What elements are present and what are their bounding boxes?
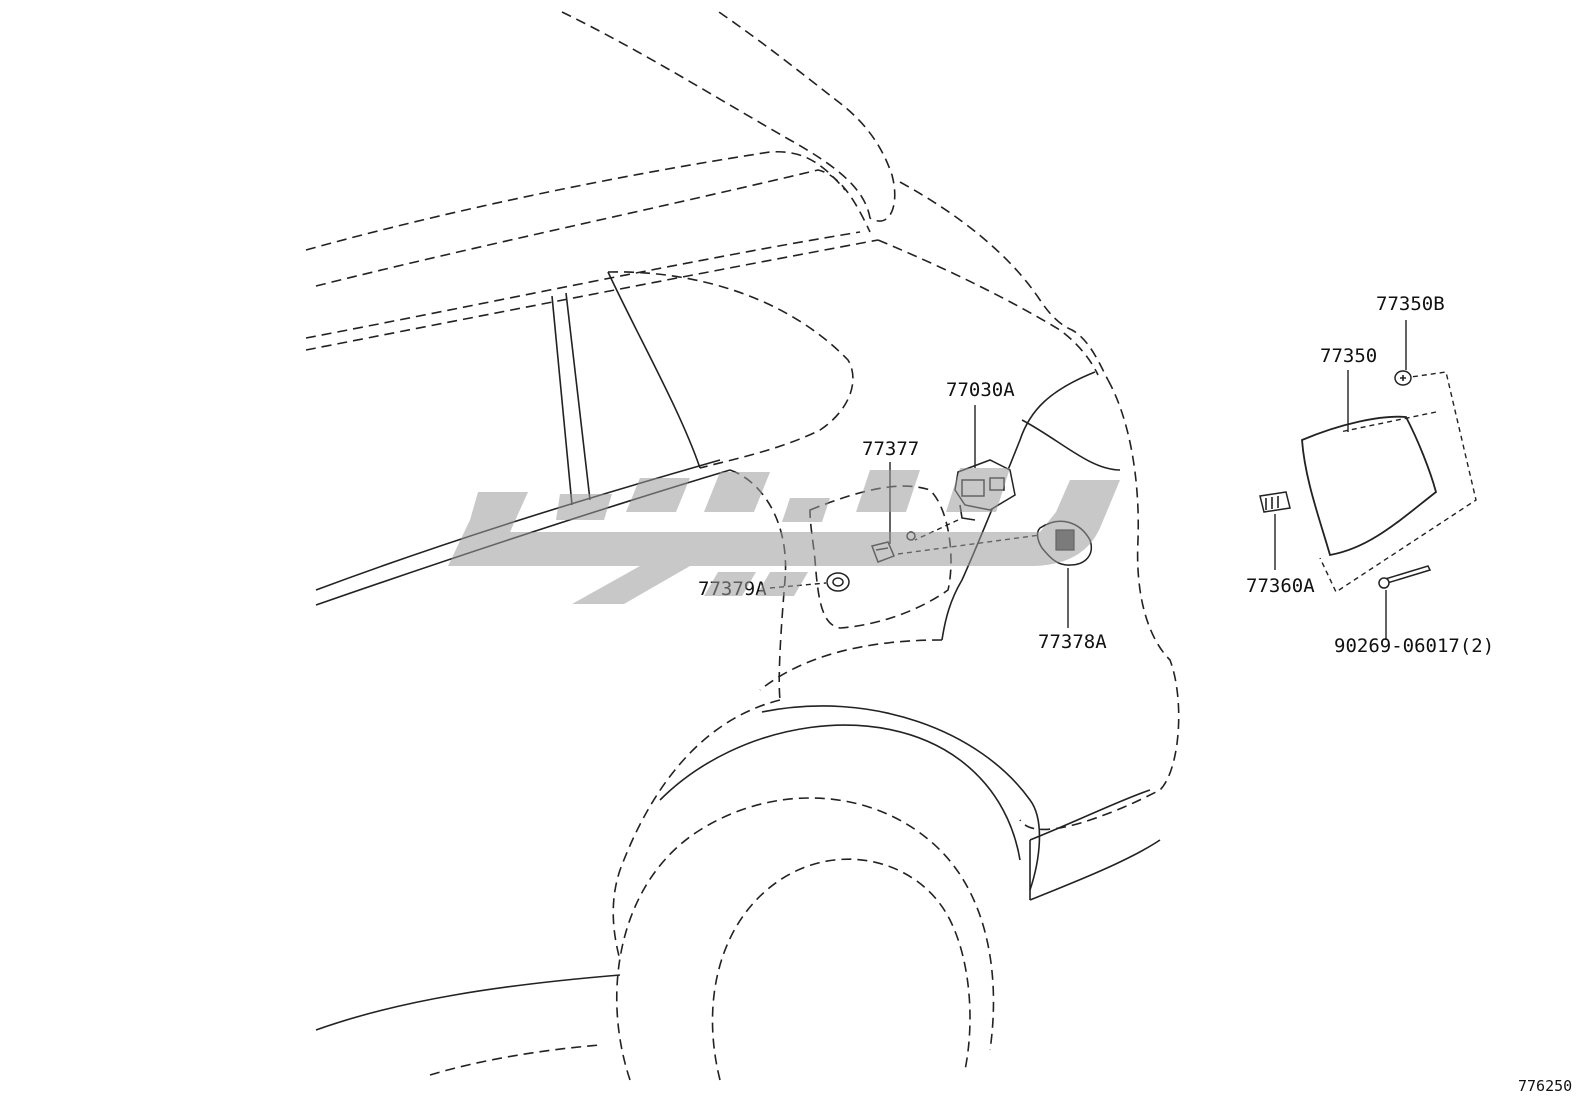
callout-90269-06017: 90269-06017(2) bbox=[1334, 635, 1494, 657]
callout-77377: 77377 bbox=[862, 438, 919, 460]
callout-labels: 77030A 77377 77379A 77378A 77350B 77350 … bbox=[698, 293, 1572, 1095]
figure-number: 776250 bbox=[1518, 1077, 1572, 1095]
lid-clip bbox=[1394, 370, 1412, 386]
callout-77030A: 77030A bbox=[946, 379, 1015, 401]
watermark-logo bbox=[448, 468, 1120, 604]
lid-stopper-grommet bbox=[826, 572, 850, 592]
fuel-filler-lid bbox=[1301, 371, 1477, 594]
callout-77350B: 77350B bbox=[1376, 293, 1445, 315]
callout-77360A: 77360A bbox=[1246, 575, 1315, 597]
callout-77350: 77350 bbox=[1320, 345, 1377, 367]
callout-77378A: 77378A bbox=[1038, 631, 1107, 653]
lid-spring bbox=[1259, 491, 1291, 513]
lid-rivet bbox=[1378, 565, 1432, 589]
